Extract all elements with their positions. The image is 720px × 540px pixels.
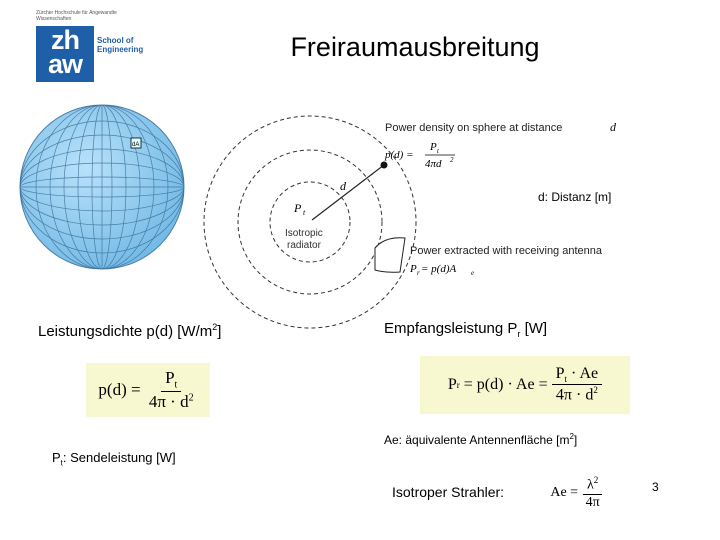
iso-den: 4π xyxy=(585,494,600,510)
pr-formula-lhs: P xyxy=(447,376,457,393)
pd-formula-num: P xyxy=(165,368,175,388)
pt-label-rest: : Sendeleistung [W] xyxy=(62,450,176,465)
pd-formula-den-sup: 2 xyxy=(188,392,194,404)
power-density-heading-sup: 2 xyxy=(212,322,218,332)
source-caption-2: radiator xyxy=(287,240,322,251)
received-power-heading-sub: r xyxy=(517,329,521,339)
pr-formula-den-sup: 2 xyxy=(593,385,598,396)
receiving-aperture xyxy=(374,237,406,273)
ae-note-end: ] xyxy=(573,433,578,447)
pt-label: Pt: Sendeleistung [W] xyxy=(52,450,176,468)
pt-label-p: P xyxy=(52,450,61,465)
power-density-var: d xyxy=(610,120,617,134)
pd-num: P xyxy=(429,141,437,153)
power-density-formula: p(d) = Pt 4π · d2 xyxy=(86,363,210,417)
pr-formula-den: 4π · d xyxy=(555,386,594,404)
pd-den-sup: 2 xyxy=(450,156,454,164)
received-power-heading-text: Empfangsleistung P xyxy=(384,320,518,337)
pr-formula-fraction: Pt · Ae 4π · d2 xyxy=(551,365,603,405)
ae-note: Ae: äquivalente Antennenfläche [m2] xyxy=(384,432,577,447)
received-power-heading-end: [W] xyxy=(520,320,548,337)
slide-title: Freiraumausbreitung xyxy=(290,32,540,62)
school-line2: Engineering xyxy=(97,45,144,54)
iso-lhs: Ae = xyxy=(550,485,579,500)
sphere-icon: dA xyxy=(19,104,185,270)
pd-lhs: p(d) = xyxy=(384,149,414,161)
pr-formula-sub: r xyxy=(417,269,420,277)
source-symbol-sub: t xyxy=(303,208,306,217)
pt-label-sub: t xyxy=(60,458,63,468)
pr-formula-mid: = p(d) · Ae = xyxy=(463,376,548,393)
pd-formula-fraction: Pt 4π · d2 xyxy=(145,368,198,411)
power-density-heading: Leistungsdichte p(d) [W/m2] xyxy=(38,322,221,340)
pd-formula-num-sub: t xyxy=(174,379,178,391)
power-density-heading-text: Leistungsdichte p(d) [W/m xyxy=(38,323,213,340)
extracted-label: Power extracted with receiving antenna xyxy=(410,245,603,257)
page-number: 3 xyxy=(652,480,659,494)
pr-formula-rest-sub: e xyxy=(471,269,474,277)
pr-formula-num-rest: · Ae xyxy=(567,365,599,383)
iso-fraction: λ2 4π xyxy=(582,475,604,511)
power-density-heading-end: ] xyxy=(217,323,222,340)
school-line1: School of xyxy=(97,36,134,45)
power-density-label: Power density on sphere at distance xyxy=(385,122,562,134)
wavefront-circles xyxy=(203,115,417,329)
pr-formula-p: P xyxy=(409,263,417,275)
received-power-heading: Empfangsleistung Pr [W] xyxy=(384,320,547,339)
ae-note-text: Ae: äquivalente Antennenfläche [m xyxy=(384,433,570,447)
school-of-engineering-text: School of Engineering xyxy=(97,36,157,54)
logo-institution-text: Zürcher Hochschule für Angewandte Wissen… xyxy=(36,10,117,22)
distance-symbol: d xyxy=(340,179,347,193)
ae-note-sup: 2 xyxy=(569,432,574,441)
logo-mark-line2: aw xyxy=(47,49,83,79)
pd-formula-den: 4π · d xyxy=(148,391,189,411)
da-label: dA xyxy=(132,142,139,148)
isotropic-formula: Ae = λ2 4π xyxy=(546,468,608,518)
source-caption-1: Isotropic xyxy=(285,228,323,239)
pr-formula-num: P xyxy=(555,365,565,383)
observation-point xyxy=(380,161,388,169)
pd-num-sub: t xyxy=(437,147,440,155)
iso-num-sup: 2 xyxy=(593,475,599,486)
distance-note: d: Distanz [m] xyxy=(538,190,612,204)
isotropic-label: Isotroper Strahler: xyxy=(392,484,505,500)
pd-formula-lhs: p(d) = xyxy=(98,380,141,399)
logo-mark-line1: zh xyxy=(51,25,80,55)
pr-formula-num-sub: t xyxy=(564,374,568,385)
pd-den: 4πd xyxy=(425,158,442,170)
pr-formula-rest: = p(d)A xyxy=(421,263,456,275)
source-symbol: P xyxy=(293,201,302,215)
zhaw-logo: zh aw xyxy=(36,26,94,82)
pr-formula-lhs-sub: r xyxy=(456,380,460,390)
distance-line xyxy=(311,164,385,221)
iso-num: λ xyxy=(586,477,594,493)
